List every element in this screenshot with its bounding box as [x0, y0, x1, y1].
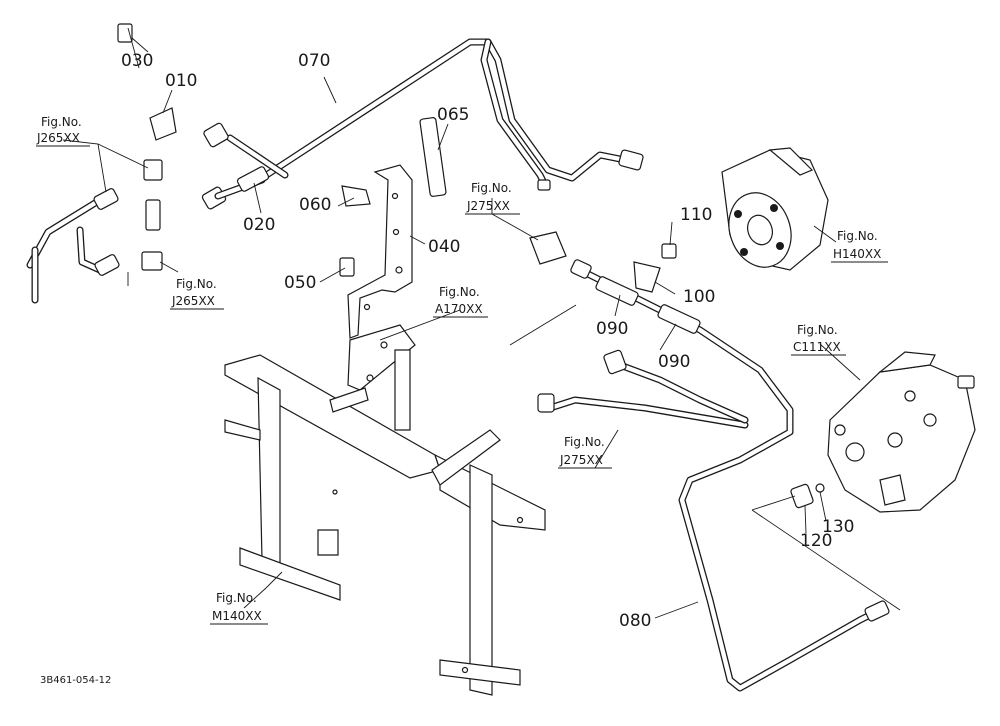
drawing-code: 3B461-054-12 [40, 675, 111, 686]
fig-ref-h140: Fig.No. H140XX [831, 229, 888, 263]
pipe-080-assembly [509, 231, 890, 692]
leader-lines [62, 27, 901, 619]
svg-text:Fig.No.: Fig.No. [837, 229, 878, 243]
label-120: 120 [800, 531, 832, 551]
svg-text:A170XX: A170XX [435, 302, 483, 316]
fig-ref-j275-top: Fig.No. J275XX [465, 181, 520, 215]
label-100: 100 [683, 287, 715, 307]
svg-text:J265XX: J265XX [36, 131, 80, 145]
fig-ref-m140: Fig.No. M140XX [210, 591, 268, 625]
svg-text:J275XX: J275XX [466, 199, 510, 213]
label-040: 040 [428, 237, 460, 257]
svg-text:C111XX: C111XX [793, 340, 841, 354]
label-065: 065 [437, 105, 469, 125]
motor-h140 [721, 147, 829, 271]
label-130: 130 [822, 517, 854, 537]
label-090-b: 090 [658, 352, 690, 372]
label-110: 110 [680, 205, 712, 225]
fig-ref-c111: Fig.No. C111XX [791, 323, 846, 356]
svg-text:Fig.No.: Fig.No. [439, 285, 480, 299]
svg-text:Fig.No.: Fig.No. [564, 435, 605, 449]
label-020: 020 [243, 215, 275, 235]
label-060: 060 [299, 195, 331, 215]
frame [224, 324, 546, 696]
svg-text:Fig.No.: Fig.No. [471, 181, 512, 195]
left-hose-assembly [26, 23, 270, 304]
svg-text:Fig.No.: Fig.No. [797, 323, 838, 337]
label-030: 030 [121, 51, 153, 71]
svg-text:M140XX: M140XX [212, 609, 262, 623]
bracket-040 [339, 117, 447, 339]
label-010: 010 [165, 71, 197, 91]
fig-ref-j275-bottom: Fig.No. J275XX [558, 435, 612, 469]
fig-ref-j265-bottom: Fig.No. J265XX [170, 277, 224, 310]
pipe-070 [226, 38, 644, 191]
svg-text:J275XX: J275XX [559, 453, 603, 467]
fig-ref-a170: Fig.No. A170XX [433, 285, 488, 318]
label-050: 050 [284, 273, 316, 293]
svg-text:Fig.No.: Fig.No. [216, 591, 257, 605]
label-070: 070 [298, 51, 330, 71]
svg-text:Fig.No.: Fig.No. [176, 277, 217, 291]
label-080: 080 [619, 611, 651, 631]
svg-text:H140XX: H140XX [833, 247, 881, 261]
fig-ref-j265-top: Fig.No. J265XX [36, 115, 90, 147]
hose-j275 [537, 349, 749, 429]
svg-text:Fig.No.: Fig.No. [41, 115, 82, 129]
label-090-a: 090 [596, 319, 628, 339]
pump-c111 [790, 351, 976, 513]
figure-references: Fig.No. J265XX Fig.No. J265XX Fig.No. J2… [36, 115, 888, 625]
part-labels: 030 010 070 065 060 020 040 050 110 100 … [121, 51, 854, 631]
svg-text:J265XX: J265XX [171, 294, 215, 308]
